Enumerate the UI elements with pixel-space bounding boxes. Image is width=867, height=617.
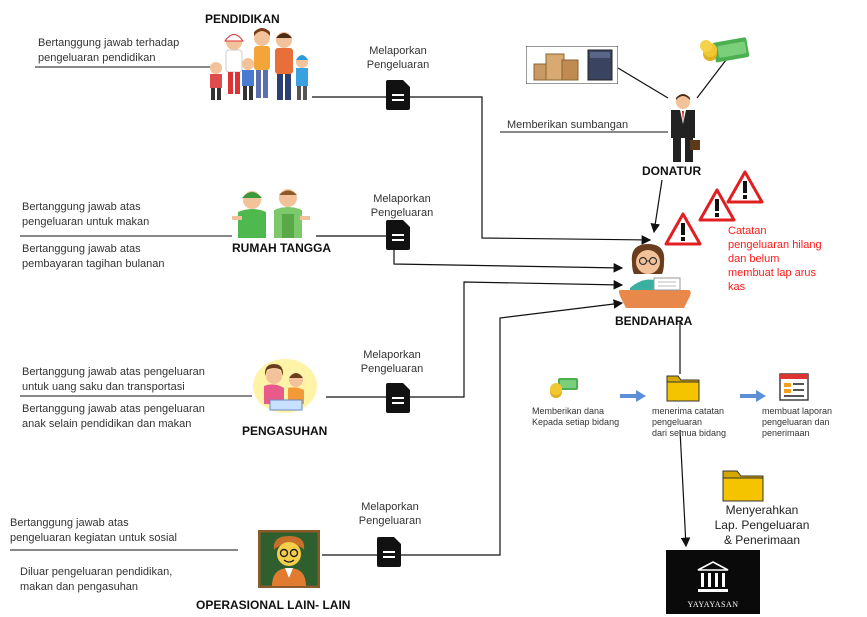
yayasan-label: YAYAYASAN xyxy=(687,600,739,609)
rumah-tangga-desc2: Bertanggung jawab atas pembayaran tagiha… xyxy=(22,242,165,272)
handover-line1: Menyerahkan xyxy=(725,503,799,517)
process-step2: menerima catatan pengeluaran dari semua … xyxy=(652,406,726,439)
warning-line4: membuat lap arus xyxy=(728,267,817,279)
operasional-desc1-line1: Bertanggung jawab atas xyxy=(10,517,129,529)
warning-icon xyxy=(726,170,764,204)
operasional-desc1-line2: pengeluaran kegiatan untuk sosial xyxy=(10,532,177,544)
folder-icon xyxy=(722,466,764,502)
process-step1: Memberikan dana Kepada setiap bidang xyxy=(532,406,619,428)
rumah-tangga-desc1-line1: Bertanggung jawab atas xyxy=(22,201,141,213)
process-step2-line2: pengeluaran xyxy=(652,417,703,427)
report-label-line2: Pengeluaran xyxy=(370,207,434,219)
process-step3-line3: penerimaan xyxy=(762,428,810,438)
warning-line2: pengeluaran hilang xyxy=(728,239,822,251)
boxes-icon xyxy=(526,46,618,84)
document-icon xyxy=(386,383,410,413)
pengasuhan-report-label: Melaporkan Pengeluaran xyxy=(352,348,432,376)
right-arrow-icon xyxy=(620,390,646,402)
operasional-desc2-line2: makan dan pengasuhan xyxy=(20,581,139,593)
money-icon xyxy=(700,36,750,64)
pengasuhan-desc2-line2: anak selain pendidikan dan makan xyxy=(22,418,192,430)
warning-icon xyxy=(664,212,702,246)
teacher-icon xyxy=(258,530,320,588)
process-step3-line1: membuat laporan xyxy=(762,406,833,416)
people-family-icon xyxy=(204,28,314,103)
warning-line3: dan belum xyxy=(728,253,780,265)
bank-building-icon xyxy=(697,561,729,592)
pendidikan-report-label: Melaporkan Pengeluaran xyxy=(358,44,438,72)
rumah-tangga-desc1-line2: pengeluaran untuk makan xyxy=(22,216,150,228)
warning-line5: kas xyxy=(728,281,746,293)
rumah-tangga-desc2-line1: Bertanggung jawab atas xyxy=(22,243,141,255)
report-icon xyxy=(778,372,810,402)
warning-text: Catatan pengeluaran hilang dan belum mem… xyxy=(728,224,822,294)
bendahara-title: BENDAHARA xyxy=(615,314,693,328)
donatur-title: DONATUR xyxy=(642,164,702,178)
rumah-tangga-title: RUMAH TANGGA xyxy=(232,241,332,255)
yayasan-building: YAYAYASAN xyxy=(666,550,760,614)
operasional-desc2: Diluar pengeluaran pendidikan, makan dan… xyxy=(20,565,172,595)
gardener-icon xyxy=(230,186,314,238)
report-label-line1: Melaporkan xyxy=(361,501,419,513)
process-step2-line3: dari semua bidang xyxy=(652,428,727,438)
process-step3-line2: pengeluaran dan xyxy=(762,417,830,427)
donatur-desc: Memberikan sumbangan xyxy=(507,119,629,131)
operasional-desc2-line1: Diluar pengeluaran pendidikan, xyxy=(20,566,173,578)
operasional-title: OPERASIONAL LAIN- LAIN xyxy=(196,598,351,612)
report-label-line2: Pengeluaran xyxy=(360,363,424,375)
pengasuhan-desc2-line1: Bertanggung jawab atas pengeluaran xyxy=(22,403,205,415)
rumah-tangga-desc2-line2: pembayaran tagihan bulanan xyxy=(22,258,165,270)
report-label-line1: Melaporkan xyxy=(373,193,431,205)
report-label-line2: Pengeluaran xyxy=(366,59,430,71)
pengasuhan-desc1: Bertanggung jawab atas pengeluaran untuk… xyxy=(22,365,205,395)
process-step3: membuat laporan pengeluaran dan penerima… xyxy=(762,406,832,439)
pengasuhan-title: PENGASUHAN xyxy=(242,424,328,438)
handover-line3: & Penerimaan xyxy=(723,533,801,547)
process-step1-line2: Kepada setiap bidang xyxy=(532,417,620,427)
pengasuhan-desc1-line1: Bertanggung jawab atas pengeluaran xyxy=(22,366,205,378)
mother-child-icon xyxy=(252,358,318,414)
process-step1-line1: Memberikan dana xyxy=(532,406,605,416)
pendidikan-desc: Bertanggung jawab terhadap pengeluaran p… xyxy=(38,36,179,66)
report-label-line2: Pengeluaran xyxy=(358,515,422,527)
pendidikan-title: PENDIDIKAN xyxy=(205,12,280,26)
cashier-icon xyxy=(618,240,694,310)
money-icon xyxy=(548,376,580,398)
operasional-report-label: Melaporkan Pengeluaran xyxy=(350,500,430,528)
folder-icon xyxy=(666,372,700,402)
right-arrow-icon xyxy=(740,390,766,402)
pengasuhan-desc1-line2: untuk uang saku dan transportasi xyxy=(22,381,185,393)
pendidikan-desc-line1: Bertanggung jawab terhadap xyxy=(38,37,180,49)
rumah-tangga-desc1: Bertanggung jawab atas pengeluaran untuk… xyxy=(22,200,149,230)
handover-label: Menyerahkan Lap. Pengeluaran & Penerimaa… xyxy=(706,503,818,548)
pendidikan-desc-line2: pengeluaran pendidikan xyxy=(38,52,156,64)
document-icon xyxy=(386,220,410,250)
warning-line1: Catatan xyxy=(728,225,767,237)
operasional-desc1: Bertanggung jawab atas pengeluaran kegia… xyxy=(10,516,177,546)
warning-icon xyxy=(698,188,736,222)
report-label-line1: Melaporkan xyxy=(369,45,427,57)
process-step2-line1: menerima catatan xyxy=(652,406,725,416)
rumah-tangga-report-label: Melaporkan Pengeluaran xyxy=(362,192,442,220)
pengasuhan-desc2: Bertanggung jawab atas pengeluaran anak … xyxy=(22,402,205,432)
report-label-line1: Melaporkan xyxy=(363,349,421,361)
document-icon xyxy=(386,80,410,110)
handover-line2: Lap. Pengeluaran xyxy=(714,518,810,532)
document-icon xyxy=(377,537,401,567)
businessman-icon xyxy=(666,94,700,166)
